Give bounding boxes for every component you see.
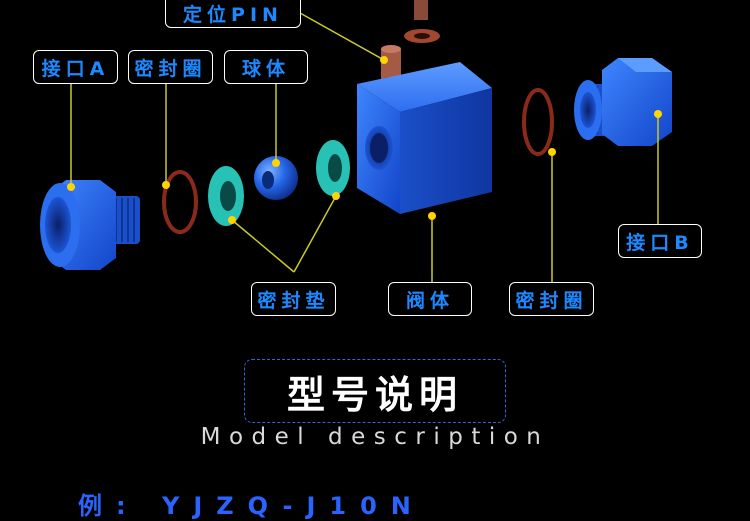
gasket-left-part: [208, 166, 244, 226]
port-a-fitting: [40, 180, 140, 270]
leader-lines: [70, 12, 659, 282]
label-port-a: 接口A: [33, 50, 118, 84]
title-box: 型号说明: [244, 359, 506, 423]
label-port-b: 接口B: [618, 224, 702, 258]
section-subtitle: Model description: [200, 424, 550, 450]
gasket-right-part: [316, 140, 350, 196]
label-gasket: 密封垫: [251, 282, 336, 316]
seal-ring-left-part: [162, 170, 198, 234]
port-b-fitting: [574, 58, 672, 146]
pin-rod-top: [414, 0, 428, 20]
label-seal-ring-left: 密封圈: [128, 50, 213, 84]
section-title: 型号说明: [286, 372, 463, 417]
valve-body-block: [357, 62, 492, 214]
label-valve-body: 阀体: [388, 282, 472, 316]
ball-part: [254, 156, 298, 200]
leader-dots: [67, 56, 662, 224]
label-ball: 球体: [224, 50, 308, 84]
model-example-text: 例: YJZQ-J10N: [78, 492, 425, 520]
diagram-canvas: [40, 0, 672, 282]
seal-ring-right-part: [522, 88, 554, 156]
exploded-view-diagram: 定位PIN 接口A 密封圈 球体 接口B 密封垫 阀体 密封圈 型号说明 Mod…: [33, 0, 702, 520]
label-pin: 定位PIN: [165, 0, 301, 28]
label-seal-ring-right: 密封圈: [509, 282, 594, 316]
